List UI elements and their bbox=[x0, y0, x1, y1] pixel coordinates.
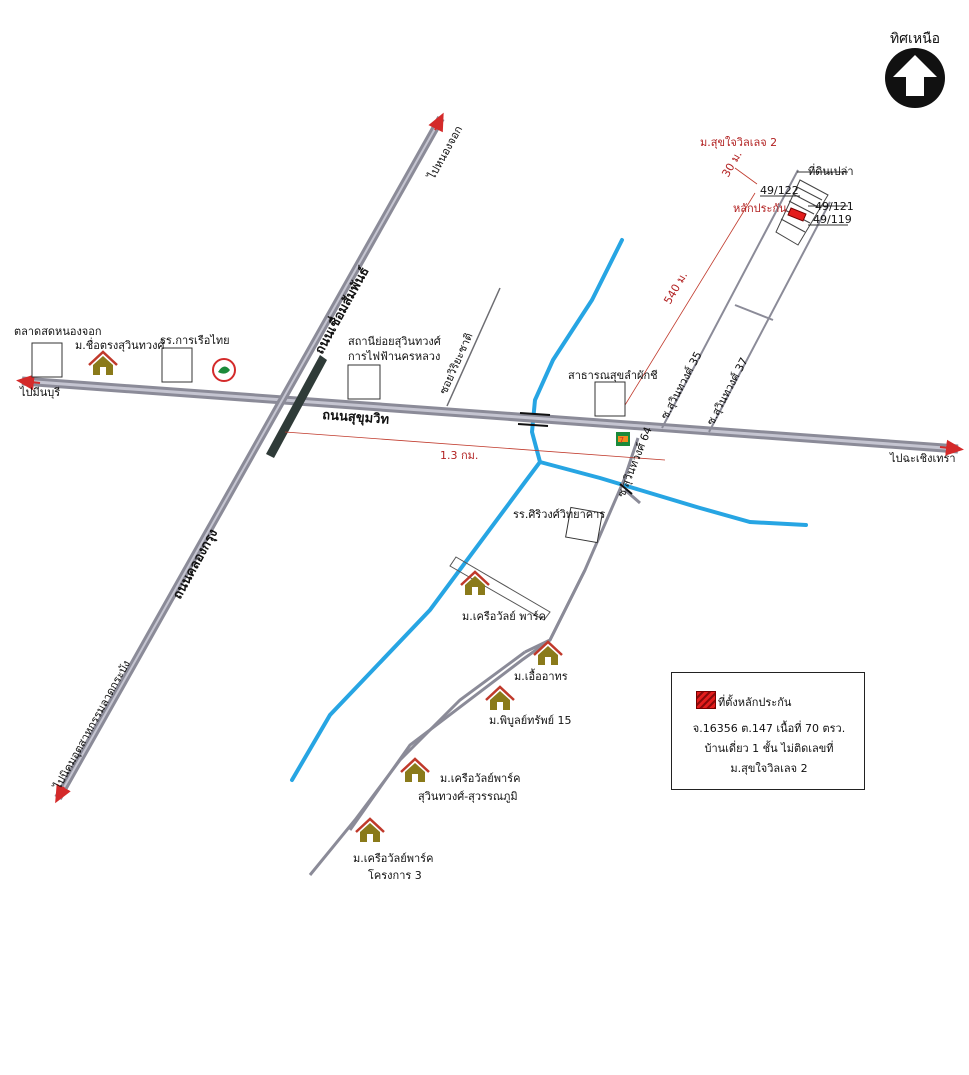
label-substation-1: สถานีย่อยสุวินทวงศ์ bbox=[348, 335, 441, 348]
sukhumvit-road bbox=[21, 376, 959, 454]
project-title: ม.สุขใจวิลเลจ 2 bbox=[700, 136, 777, 149]
distance-30: 30 ม. bbox=[719, 149, 744, 180]
road-to-bangplee: ไปนิคมอุตสาหกรรมลาดกระบัง bbox=[51, 658, 133, 792]
house-icon bbox=[88, 350, 118, 375]
label-kriewat-3-1: ม.เครือวัลย์พาร์ค bbox=[353, 852, 433, 865]
distance-540: 540 ม. bbox=[661, 269, 690, 306]
canal-bridge bbox=[517, 412, 633, 495]
school-siri-building bbox=[565, 506, 603, 544]
road-to-chachoengsao: ไปฉะเชิงเทรา bbox=[889, 452, 956, 465]
legend-line-1: จ.16356 ต.147 เนื้อที่ 70 ตรว. bbox=[692, 722, 846, 735]
soi-64-road bbox=[308, 437, 641, 876]
label-plot-122: 49/122 bbox=[760, 184, 799, 197]
collateral-swatch-icon bbox=[696, 691, 716, 709]
north-label: ทิศเหนือ bbox=[889, 31, 941, 47]
label-substation-2: การไฟฟ้านครหลวง bbox=[348, 350, 440, 363]
distance-lines bbox=[284, 167, 758, 461]
label-plot-121: 49/121 bbox=[815, 200, 854, 213]
svg-text:7: 7 bbox=[619, 436, 624, 445]
north-label-box: ทิศเหนือ bbox=[880, 28, 950, 50]
label-school-ruea: รร.การเรือไทย bbox=[160, 334, 230, 347]
collateral-marker bbox=[787, 207, 807, 222]
soi-wiriya-road bbox=[446, 287, 501, 407]
road-khlong-krung: ถนนคลองกรุง bbox=[170, 527, 221, 602]
north-arrow-icon bbox=[885, 48, 945, 108]
canal bbox=[290, 238, 808, 782]
health-building bbox=[594, 381, 626, 417]
seven-eleven-icon: 7 bbox=[616, 432, 630, 446]
label-plot-119: 49/119 bbox=[813, 213, 852, 226]
distance-13: 1.3 กม. bbox=[440, 449, 478, 462]
label-market: ตลาดสดหนองจอก bbox=[14, 325, 102, 338]
market-building bbox=[31, 342, 63, 378]
legend-title: ที่ตั้งหลักประกัน bbox=[718, 696, 792, 709]
soi-35-37-roads bbox=[661, 169, 831, 433]
substation-building bbox=[347, 364, 381, 400]
school-ruea-building bbox=[161, 347, 193, 383]
label-piboon: ม.พิบูลย์ทรัพย์ 15 bbox=[489, 714, 572, 727]
house-icon bbox=[485, 685, 515, 710]
legend-line-3: ม.สุขใจวิลเลจ 2 bbox=[730, 762, 808, 775]
label-kriewat-sv-2: สุวินทวงศ์-สุวรรณภูมิ bbox=[418, 790, 518, 803]
legend-box: ที่ตั้งหลักประกัน จ.16356 ต.147 เนื้อที่… bbox=[671, 672, 865, 790]
khlong-krung-road bbox=[54, 116, 445, 800]
bank-logo-icon bbox=[212, 358, 236, 382]
house-icon bbox=[460, 570, 490, 595]
direction-arrows bbox=[16, 112, 964, 804]
label-kriewat-park: ม.เครือวัลย์ พาร์ค bbox=[462, 610, 546, 623]
label-collateral: หลักประกัน bbox=[733, 202, 787, 215]
house-icon bbox=[400, 757, 430, 782]
plot-outline bbox=[449, 556, 551, 621]
label-school-siri: รร.ศิริวงศ์วิทยาคาร bbox=[513, 508, 605, 521]
label-kriewat-3-2: โครงการ 3 bbox=[368, 868, 422, 882]
label-ue-arthorn: ม.เอื้ออาทร bbox=[514, 668, 568, 683]
road-sukhumvit: ถนนสุขุมวิท bbox=[322, 408, 390, 428]
road-soi-37: ซ.สุวินทวงศ์ 37 bbox=[704, 355, 751, 427]
road-to-minburi: ไปมีนบุรี bbox=[19, 386, 60, 399]
road-soi-35: ซ.สุวินทวงศ์ 35 bbox=[658, 349, 705, 421]
label-kriewat-sv-1: ม.เครือวัลย์พาร์ค bbox=[440, 772, 520, 785]
plot-leaders bbox=[760, 171, 848, 226]
legend-line-2: บ้านเดี่ยว 1 ชั้น ไม่ติดเลขที่ bbox=[704, 742, 834, 755]
label-vacant: ที่ดินเปล่า bbox=[808, 163, 854, 178]
label-health: สาธารณสุขลำผักชี bbox=[568, 369, 658, 382]
house-icon bbox=[533, 640, 563, 665]
label-moo-chuetrong: ม.ชื่อตรงสุวินทวงศ์ bbox=[75, 337, 164, 352]
house-icon bbox=[355, 817, 385, 842]
bridge-overpass bbox=[266, 355, 327, 458]
